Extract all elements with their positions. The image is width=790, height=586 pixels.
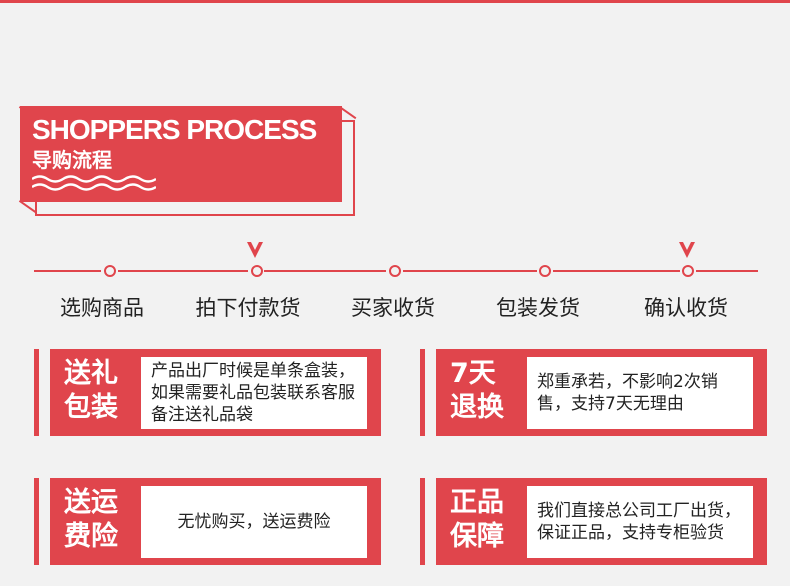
timeline-segment (403, 270, 537, 272)
card-title: 正品保障 (450, 487, 504, 552)
timeline-node (251, 265, 263, 277)
step-marker-arrow-icon (247, 242, 263, 258)
step-label: 买家收货 (351, 296, 435, 320)
timeline-segment (34, 270, 101, 272)
timeline-segment (118, 270, 248, 272)
card-text-box: 我们直接总公司工厂出货，保证正品，支持专柜验货 (527, 486, 753, 558)
service-card-shipping-insurance: 送运费险 无忧购买，送运费险 (34, 478, 381, 565)
service-card-authentic-guarantee: 正品保障 我们直接总公司工厂出货，保证正品，支持专柜验货 (420, 478, 767, 565)
card-text: 无忧购买，送运费险 (177, 512, 331, 532)
timeline-node (389, 265, 401, 277)
header-title-zh: 导购流程 (32, 148, 112, 172)
timeline-segment (553, 270, 680, 272)
timeline-segment (264, 270, 386, 272)
timeline-node (682, 265, 694, 277)
card-text-box: 产品出厂时候是单条盒装，如果需要礼品包装联系客服备注送礼品袋 (141, 357, 367, 429)
card-text: 我们直接总公司工厂出货，保证正品，支持专柜验货 (537, 501, 741, 543)
step-label: 确认收货 (644, 296, 728, 320)
wave-decoration-icon (32, 175, 156, 191)
card-side-bar (34, 478, 39, 565)
card-title: 7天退换 (450, 358, 504, 423)
step-label: 拍下付款货 (195, 296, 301, 320)
card-title: 送运费险 (64, 487, 118, 552)
card-text: 产品出厂时候是单条盒装，如果需要礼品包装联系客服备注送礼品袋 (151, 361, 355, 425)
service-card-7day-return: 7天退换 郑重承若，不影响2次销售，支持7天无理由 (420, 349, 767, 436)
timeline-node (539, 265, 551, 277)
card-side-bar (34, 349, 39, 436)
card-side-bar (420, 478, 425, 565)
service-card-gift-wrap: 送礼包装 产品出厂时候是单条盒装，如果需要礼品包装联系客服备注送礼品袋 (34, 349, 381, 436)
timeline-segment (696, 270, 758, 272)
step-label: 包装发货 (496, 296, 580, 320)
card-title: 送礼包装 (64, 358, 118, 423)
top-accent-line (0, 0, 790, 3)
header-front-panel: SHOPPERS PROCESS 导购流程 (20, 106, 342, 202)
card-text-box: 无忧购买，送运费险 (141, 486, 367, 558)
step-marker-arrow-icon (679, 242, 695, 258)
header-title-en: SHOPPERS PROCESS (32, 114, 317, 145)
card-text-box: 郑重承若，不影响2次销售，支持7天无理由 (527, 357, 753, 429)
timeline-node (104, 265, 116, 277)
card-side-bar (420, 349, 425, 436)
card-text: 郑重承若，不影响2次销售，支持7天无理由 (537, 372, 718, 414)
step-label: 选购商品 (60, 296, 144, 320)
